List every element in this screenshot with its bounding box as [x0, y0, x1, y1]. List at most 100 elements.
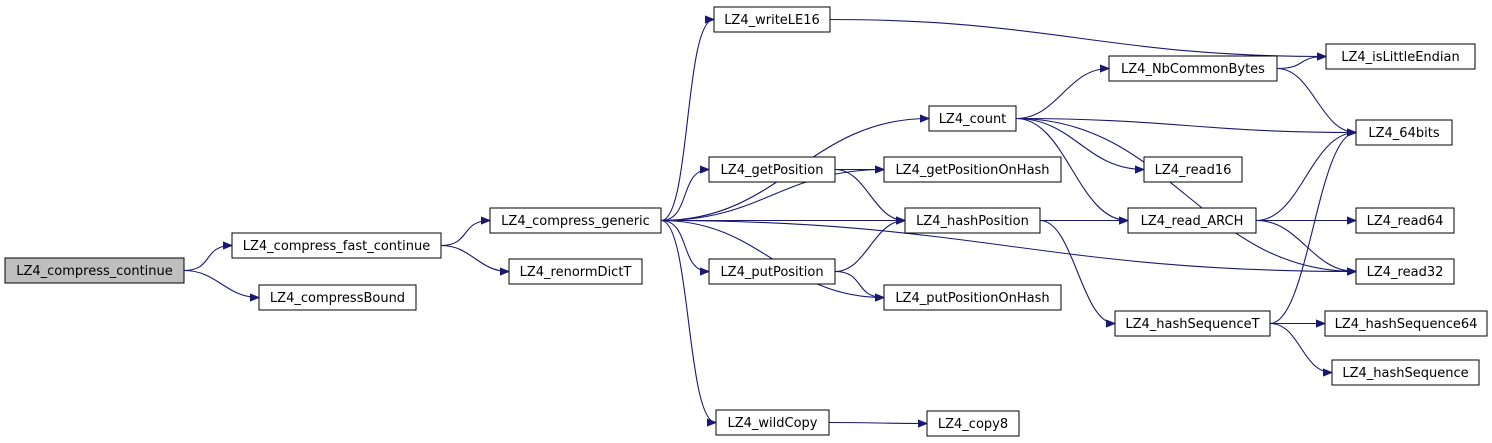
node-box-putPosition[interactable] [708, 258, 836, 285]
node-box-getPositionOnHash[interactable] [883, 156, 1062, 183]
edge-hashSequenceT-to-hashSequence [1269, 322, 1332, 373]
node-label-compress_generic: LZ4_compress_generic [501, 214, 650, 229]
node-box-wildCopy[interactable] [715, 409, 830, 436]
nodes: LZ4_compress_continue LZ4_compress_fast_c… [4, 6, 1488, 437]
node-compress_generic[interactable]: LZ4_compress_generic [489, 207, 662, 234]
node-hashSequenceT[interactable]: LZ4_hashSequenceT [1114, 310, 1271, 337]
node-label-read64: LZ4_read64 [1367, 214, 1444, 229]
node-box-read64[interactable] [1355, 207, 1455, 234]
node-label-putPositionOnHash: LZ4_putPositionOnHash [895, 291, 1049, 306]
node-box-hashSequenceT[interactable] [1114, 310, 1271, 337]
edge-NbCommonBytes-to-isLittleEndian [1276, 57, 1326, 70]
node-label-read_ARCH: LZ4_read_ARCH [1141, 214, 1244, 229]
edge-count-to-64bits [1015, 117, 1356, 133]
node-hashSequence[interactable]: LZ4_hashSequence [1331, 359, 1480, 386]
node-getPositionOnHash[interactable]: LZ4_getPositionOnHash [883, 156, 1062, 183]
node-read32[interactable]: LZ4_read32 [1355, 258, 1455, 285]
edge-compress_generic-to-putPosition [660, 219, 709, 272]
node-box-NbCommonBytes[interactable] [1108, 55, 1278, 82]
node-label-getPositionOnHash: LZ4_getPositionOnHash [895, 163, 1049, 178]
edge-read_ARCH-to-64bits [1255, 133, 1356, 222]
node-label-compressBound: LZ4_compressBound [270, 291, 405, 306]
edge-writeLE16-to-isLittleEndian [829, 18, 1326, 57]
node-label-hashSequenceT: LZ4_hashSequenceT [1125, 317, 1259, 332]
node-getPosition[interactable]: LZ4_getPosition [708, 156, 836, 183]
edge-compress_continue-to-compressBound [183, 269, 259, 298]
node-box-64bits[interactable] [1355, 119, 1453, 146]
node-label-64bits: LZ4_64bits [1368, 126, 1439, 141]
node-box-count[interactable] [928, 105, 1017, 132]
node-box-read_ARCH[interactable] [1127, 207, 1257, 234]
node-NbCommonBytes[interactable]: LZ4_NbCommonBytes [1108, 55, 1278, 82]
edge-count-to-read_ARCH [1015, 117, 1128, 221]
node-box-isLittleEndian[interactable] [1325, 43, 1476, 70]
node-box-getPosition[interactable] [708, 156, 836, 183]
node-box-compressBound[interactable] [258, 284, 417, 311]
node-label-isLittleEndian: LZ4_isLittleEndian [1341, 50, 1460, 65]
node-wildCopy[interactable]: LZ4_wildCopy [715, 409, 830, 436]
node-box-hashSequence[interactable] [1331, 359, 1480, 386]
edge-count-to-NbCommonBytes [1015, 69, 1109, 120]
node-64bits[interactable]: LZ4_64bits [1355, 119, 1453, 146]
node-hashSequence64[interactable]: LZ4_hashSequence64 [1324, 310, 1488, 337]
node-count[interactable]: LZ4_count [928, 105, 1017, 132]
node-label-count: LZ4_count [939, 112, 1007, 127]
node-hashPosition[interactable]: LZ4_hashPosition [904, 207, 1041, 234]
node-label-copy8: LZ4_copy8 [938, 417, 1008, 432]
node-label-getPosition: LZ4_getPosition [721, 163, 824, 178]
node-label-wildCopy: LZ4_wildCopy [727, 416, 817, 431]
edge-compress_fast_continue-to-compress_generic [440, 221, 490, 247]
node-label-compress_fast_continue: LZ4_compress_fast_continue [243, 239, 430, 254]
node-label-hashPosition: LZ4_hashPosition [916, 214, 1029, 229]
node-box-copy8[interactable] [926, 410, 1020, 437]
node-writeLE16[interactable]: LZ4_writeLE16 [713, 6, 831, 33]
node-box-compress_fast_continue[interactable] [231, 232, 442, 259]
edge-count-to-read16 [1015, 117, 1144, 170]
node-compress_continue[interactable]: LZ4_compress_continue [4, 257, 185, 284]
node-label-renormDictT: LZ4_renormDictT [520, 265, 632, 280]
node-box-read16[interactable] [1143, 156, 1243, 183]
node-copy8[interactable]: LZ4_copy8 [926, 410, 1020, 437]
node-box-compress_continue[interactable] [4, 257, 185, 284]
node-read64[interactable]: LZ4_read64 [1355, 207, 1455, 234]
edge-getPosition-to-hashPosition [834, 168, 905, 221]
node-label-hashSequence: LZ4_hashSequence [1342, 366, 1468, 381]
node-read16[interactable]: LZ4_read16 [1143, 156, 1243, 183]
node-renormDictT[interactable]: LZ4_renormDictT [508, 258, 643, 285]
edge-hashPosition-to-hashSequenceT [1039, 219, 1116, 324]
node-box-read32[interactable] [1355, 258, 1455, 285]
node-label-read32: LZ4_read32 [1367, 265, 1444, 280]
node-label-hashSequence64: LZ4_hashSequence64 [1335, 317, 1478, 332]
node-putPositionOnHash[interactable]: LZ4_putPositionOnHash [883, 284, 1062, 311]
node-read_ARCH[interactable]: LZ4_read_ARCH [1127, 207, 1257, 234]
node-box-hashSequence64[interactable] [1324, 310, 1488, 337]
edge-read_ARCH-to-read32 [1255, 219, 1356, 272]
edges [183, 18, 1357, 424]
edge-NbCommonBytes-to-64bits [1276, 67, 1356, 133]
edge-putPosition-to-putPositionOnHash [834, 270, 884, 298]
edge-compress_generic-to-read32 [660, 219, 1356, 272]
edge-compress_generic-to-writeLE16 [660, 20, 715, 222]
node-box-hashPosition[interactable] [904, 207, 1041, 234]
node-isLittleEndian[interactable]: LZ4_isLittleEndian [1325, 43, 1476, 70]
node-label-putPosition: LZ4_putPosition [720, 265, 823, 280]
edge-hashSequenceT-to-64bits [1269, 133, 1357, 325]
node-label-compress_continue: LZ4_compress_continue [16, 264, 173, 279]
edge-compress_generic-to-getPositionOnHash [660, 170, 884, 222]
edge-compress_continue-to-compress_fast_continue [183, 246, 232, 272]
node-label-writeLE16: LZ4_writeLE16 [724, 13, 820, 28]
node-putPosition[interactable]: LZ4_putPosition [708, 258, 836, 285]
edge-compress_fast_continue-to-renormDictT [440, 244, 509, 272]
edge-count-to-read32 [1015, 117, 1356, 272]
node-box-writeLE16[interactable] [713, 6, 831, 33]
node-compressBound[interactable]: LZ4_compressBound [258, 284, 417, 311]
node-box-compress_generic[interactable] [489, 207, 662, 234]
edge-putPosition-to-hashPosition [834, 221, 905, 273]
node-box-renormDictT[interactable] [508, 258, 643, 285]
edge-compress_generic-to-getPosition [660, 170, 709, 222]
node-label-NbCommonBytes: LZ4_NbCommonBytes [1121, 62, 1265, 77]
node-box-putPositionOnHash[interactable] [883, 284, 1062, 311]
node-compress_fast_continue[interactable]: LZ4_compress_fast_continue [231, 232, 442, 259]
node-label-read16: LZ4_read16 [1155, 163, 1232, 178]
